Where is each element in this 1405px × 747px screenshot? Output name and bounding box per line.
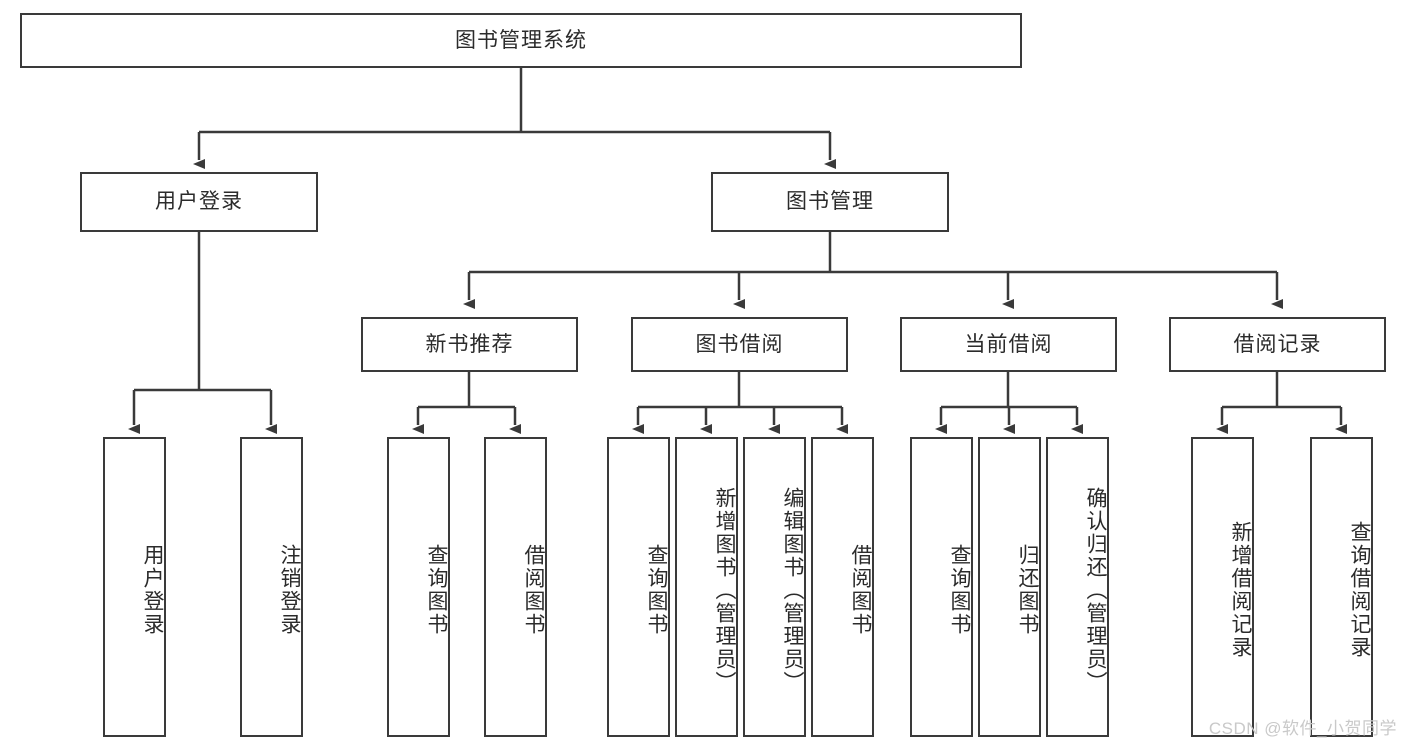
leaf-book-borrow-add-book-admin[interactable]: 新增图书（管理员）: [675, 437, 738, 737]
leaf-book-borrow-borrow-book[interactable]: 借阅图书: [811, 437, 874, 737]
node-current-borrow[interactable]: 当前借阅: [900, 317, 1117, 372]
node-user-login[interactable]: 用户登录: [80, 172, 318, 232]
node-label: 查询图书: [948, 544, 971, 636]
node-label: 用户登录: [155, 190, 243, 214]
node-label: 新增图书（管理员）: [713, 486, 736, 694]
node-book-management[interactable]: 图书管理: [711, 172, 949, 232]
node-label: 查询借阅记录: [1348, 521, 1371, 659]
node-label: 图书管理系统: [455, 28, 587, 52]
node-label: 借阅图书: [849, 544, 872, 636]
node-label: 新书推荐: [425, 332, 514, 356]
node-label: 注销登录: [278, 544, 301, 636]
node-label: 借阅记录: [1233, 332, 1322, 356]
leaf-book-borrow-query-book[interactable]: 查询图书: [607, 437, 670, 737]
node-label: 图书借阅: [695, 332, 784, 356]
leaf-new-book-borrow-book[interactable]: 借阅图书: [484, 437, 547, 737]
leaf-borrow-records-query-record[interactable]: 查询借阅记录: [1310, 437, 1373, 737]
node-label: 查询图书: [425, 544, 448, 636]
node-label: 归还图书: [1016, 544, 1039, 636]
leaf-current-borrow-confirm-return-admin[interactable]: 确认归还（管理员）: [1046, 437, 1109, 737]
node-root-book-management-system[interactable]: 图书管理系统: [20, 13, 1022, 68]
leaf-current-borrow-query-book[interactable]: 查询图书: [910, 437, 973, 737]
node-label: 确认归还（管理员）: [1084, 486, 1107, 694]
node-label: 当前借阅: [964, 332, 1053, 356]
node-new-book-recommend[interactable]: 新书推荐: [361, 317, 578, 372]
node-label: 查询图书: [645, 544, 668, 636]
leaf-user-login-logout[interactable]: 注销登录: [240, 437, 303, 737]
leaf-user-login-login[interactable]: 用户登录: [103, 437, 166, 737]
watermark-credit: CSDN @软件_小贺同学: [1208, 719, 1397, 738]
leaf-book-borrow-edit-book-admin[interactable]: 编辑图书（管理员）: [743, 437, 806, 737]
leaf-new-book-query-book[interactable]: 查询图书: [387, 437, 450, 737]
node-label: 新增借阅记录: [1229, 521, 1252, 659]
leaf-current-borrow-return-book[interactable]: 归还图书: [978, 437, 1041, 737]
node-label: 用户登录: [141, 544, 164, 636]
node-label: 借阅图书: [522, 544, 545, 636]
node-book-borrow[interactable]: 图书借阅: [631, 317, 848, 372]
node-borrow-records[interactable]: 借阅记录: [1169, 317, 1386, 372]
node-label: 图书管理: [786, 190, 874, 214]
node-label: 编辑图书（管理员）: [781, 486, 804, 694]
leaf-borrow-records-add-record[interactable]: 新增借阅记录: [1191, 437, 1254, 737]
